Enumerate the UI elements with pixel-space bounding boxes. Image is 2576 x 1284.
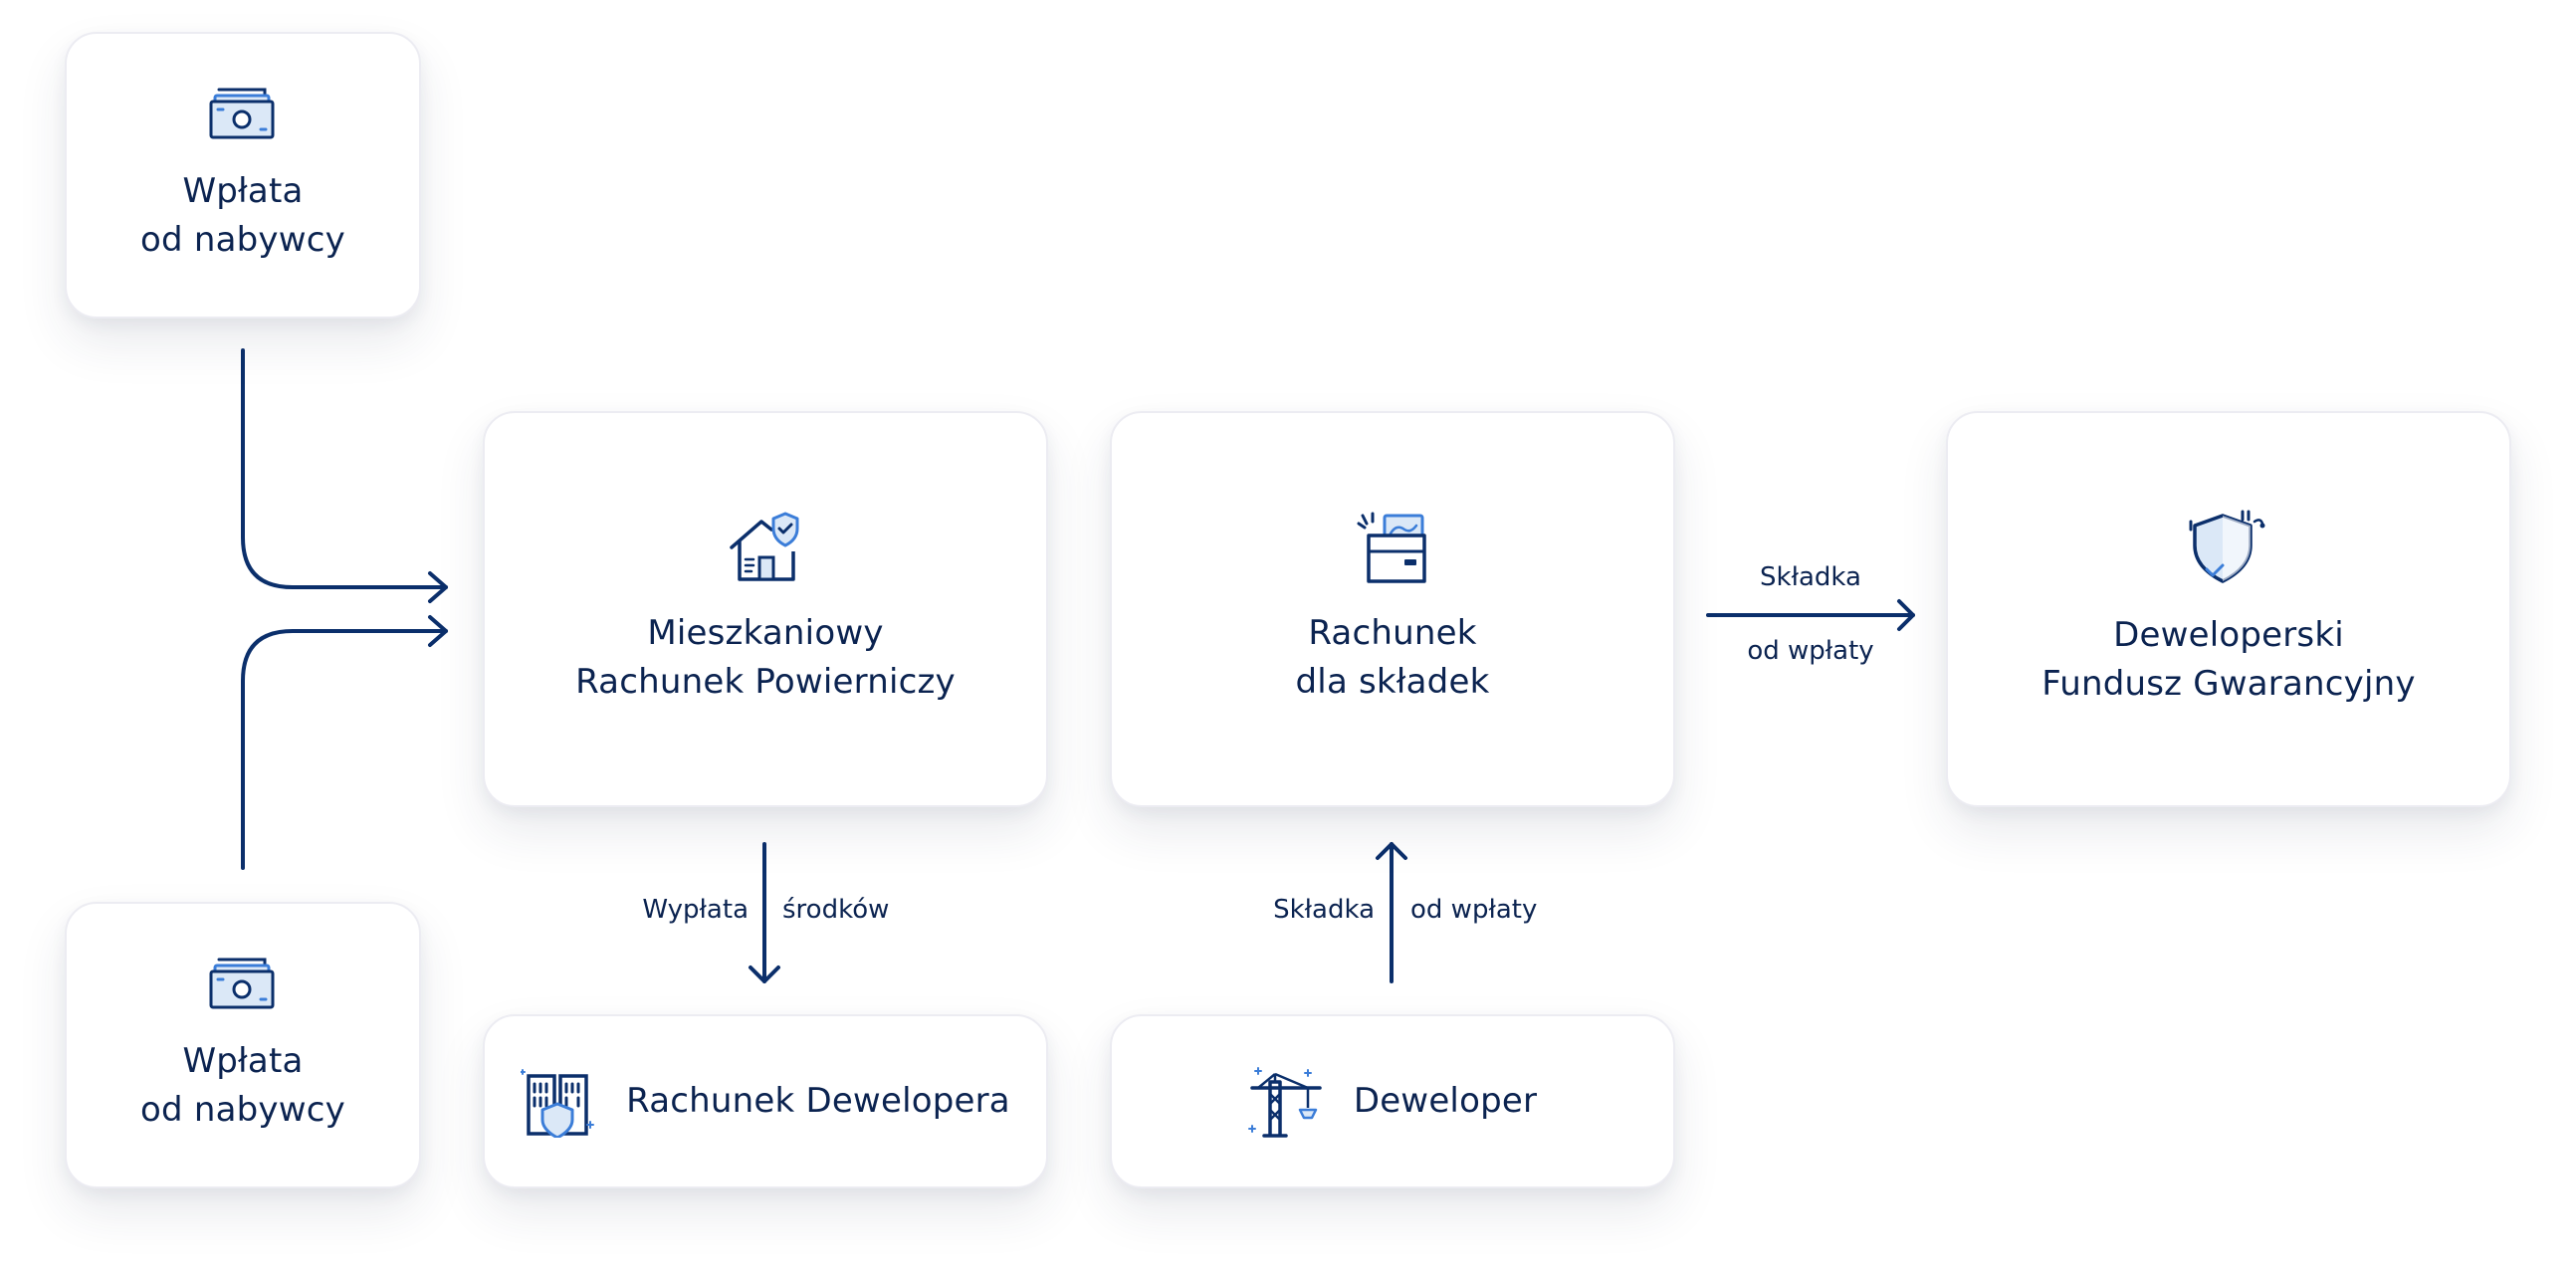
arrow-head-premium-up — [1376, 842, 1407, 860]
edge-label-payout-right: środków — [782, 895, 890, 925]
arrow-head-top-payment — [428, 571, 448, 603]
edge-label-fund-bottom: od wpłaty — [1747, 636, 1874, 666]
node-developer: Deweloper — [1110, 1014, 1675, 1188]
house-shield-icon — [730, 512, 799, 581]
shield-check-icon — [2189, 510, 2265, 583]
crane-icon — [1247, 1066, 1322, 1138]
arrow-head-premium-right — [1897, 599, 1915, 631]
cash-icon — [209, 958, 275, 1009]
node-trust-account: Mieszkaniowy Rachunek Powierniczy — [483, 411, 1048, 807]
node-payment-top: Wpłata od nabywcy — [65, 32, 421, 319]
node-label: Wpłata od nabywcy — [140, 171, 345, 260]
node-label: Deweloperski Fundusz Gwarancyjny — [2041, 615, 2416, 704]
building-shield-icon — [521, 1068, 595, 1138]
node-premium-account: Rachunek dla składek — [1110, 411, 1675, 807]
flow-line-top-payment — [241, 348, 448, 589]
edge-label-fund-top: Składka — [1760, 562, 1861, 592]
node-label: Rachunek Dewelopera — [626, 1081, 1010, 1121]
flow-line-bottom-payment — [241, 629, 448, 870]
node-label: Mieszkaniowy Rachunek Powierniczy — [575, 613, 956, 702]
node-label: Wpłata od nabywcy — [140, 1041, 345, 1130]
arrow-head-bottom-payment — [428, 615, 448, 647]
arrow-head-payout — [749, 965, 780, 983]
node-guarantee-fund: Deweloperski Fundusz Gwarancyjny — [1946, 411, 2511, 807]
wallet-icon — [1357, 512, 1426, 583]
edge-label-premium-left: Składka — [1273, 895, 1375, 925]
cash-icon — [209, 88, 275, 139]
node-payment-bottom: Wpłata od nabywcy — [65, 902, 421, 1188]
node-label: Rachunek dla składek — [1295, 613, 1490, 702]
edge-label-payout-left: Wypłata — [642, 895, 749, 925]
edge-label-premium-right: od wpłaty — [1410, 895, 1538, 925]
node-developer-account: Rachunek Dewelopera — [483, 1014, 1048, 1188]
node-label: Deweloper — [1353, 1081, 1538, 1121]
